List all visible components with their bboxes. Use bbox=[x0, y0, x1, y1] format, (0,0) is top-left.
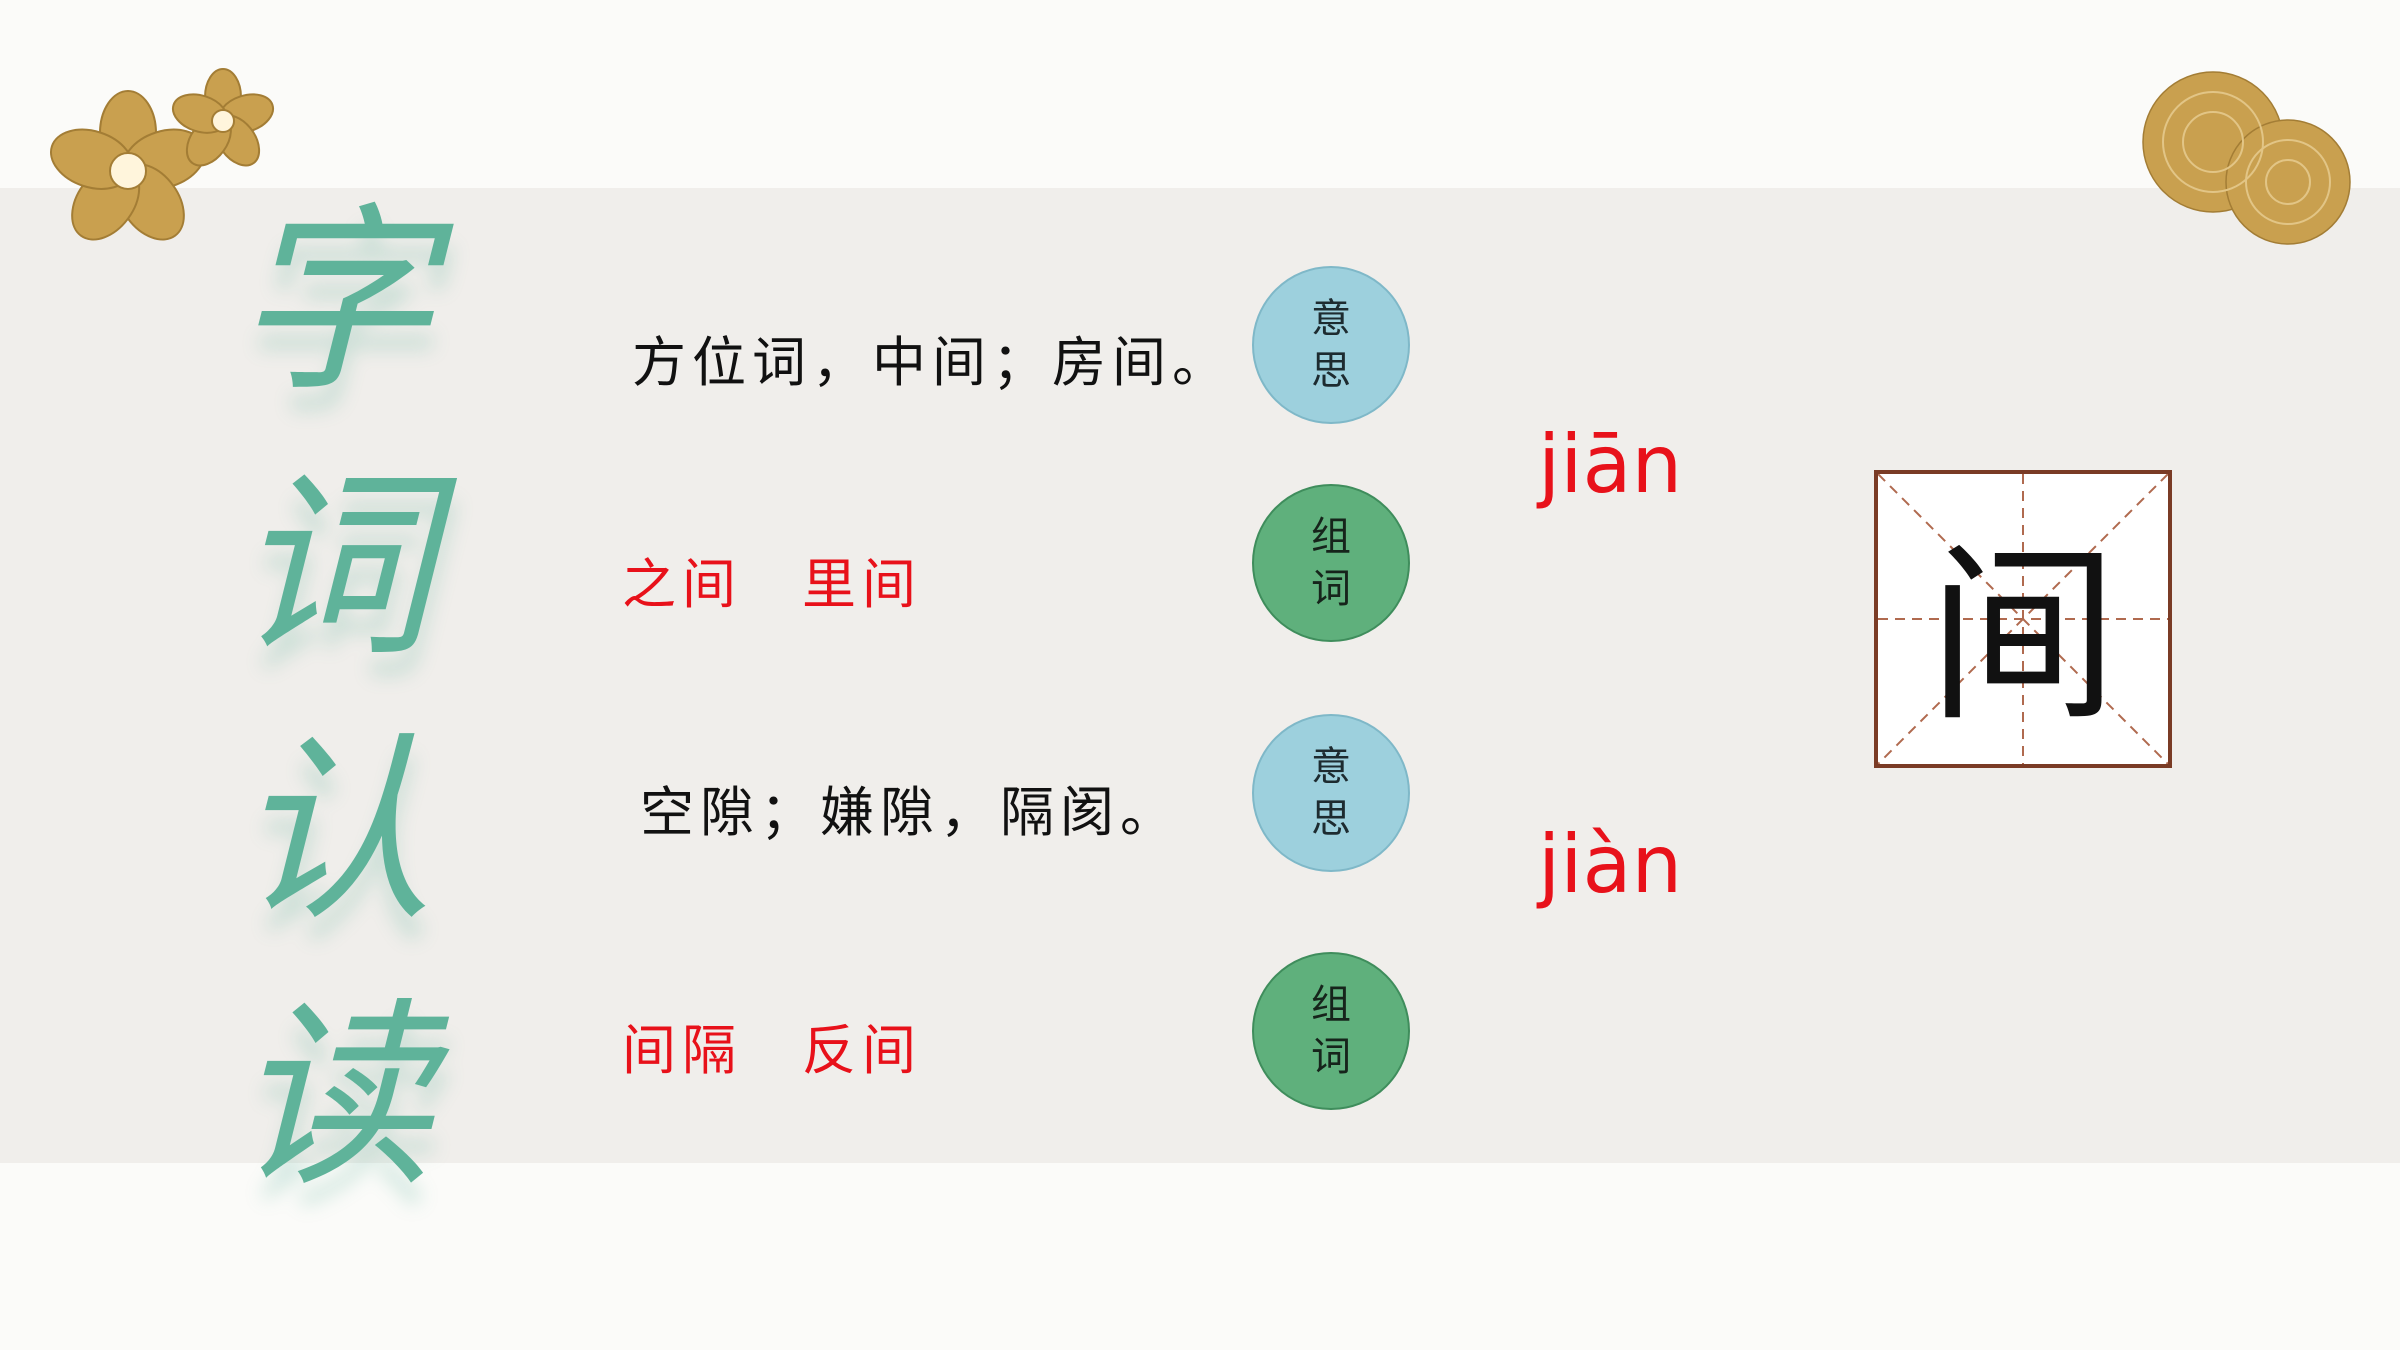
grid-character: 间 bbox=[1927, 525, 2118, 747]
meaning-text-1: 方位词，中间；房间。 bbox=[632, 331, 1232, 394]
side-title-char: 词 bbox=[232, 451, 433, 684]
word-group-badge[interactable]: 组 词 bbox=[1252, 952, 1410, 1110]
side-title: 字 词 认 读 bbox=[218, 170, 448, 1230]
word-group-text-1: 之间 里间 bbox=[622, 553, 922, 616]
side-title-char: 读 bbox=[232, 981, 433, 1214]
word-group-text-2: 间隔 反间 bbox=[622, 1019, 922, 1082]
meaning-badge[interactable]: 意 思 bbox=[1252, 714, 1410, 872]
grid-guides bbox=[1878, 474, 2168, 764]
chrysanthemum-icon bbox=[2142, 71, 2351, 245]
pinyin-first-tone: jiān bbox=[1538, 418, 1683, 511]
pinyin-fourth-tone: jiàn bbox=[1538, 818, 1683, 911]
side-title-char: 字 bbox=[232, 186, 433, 419]
meaning-badge[interactable]: 意 思 bbox=[1252, 266, 1410, 424]
meaning-text-2: 空隙；嫌隙，隔阂。 bbox=[640, 781, 1180, 844]
character-grid: 间 bbox=[1874, 470, 2172, 768]
plum-flower-icon bbox=[49, 68, 275, 241]
side-title-char: 认 bbox=[232, 716, 433, 949]
word-group-badge[interactable]: 组 词 bbox=[1252, 484, 1410, 642]
